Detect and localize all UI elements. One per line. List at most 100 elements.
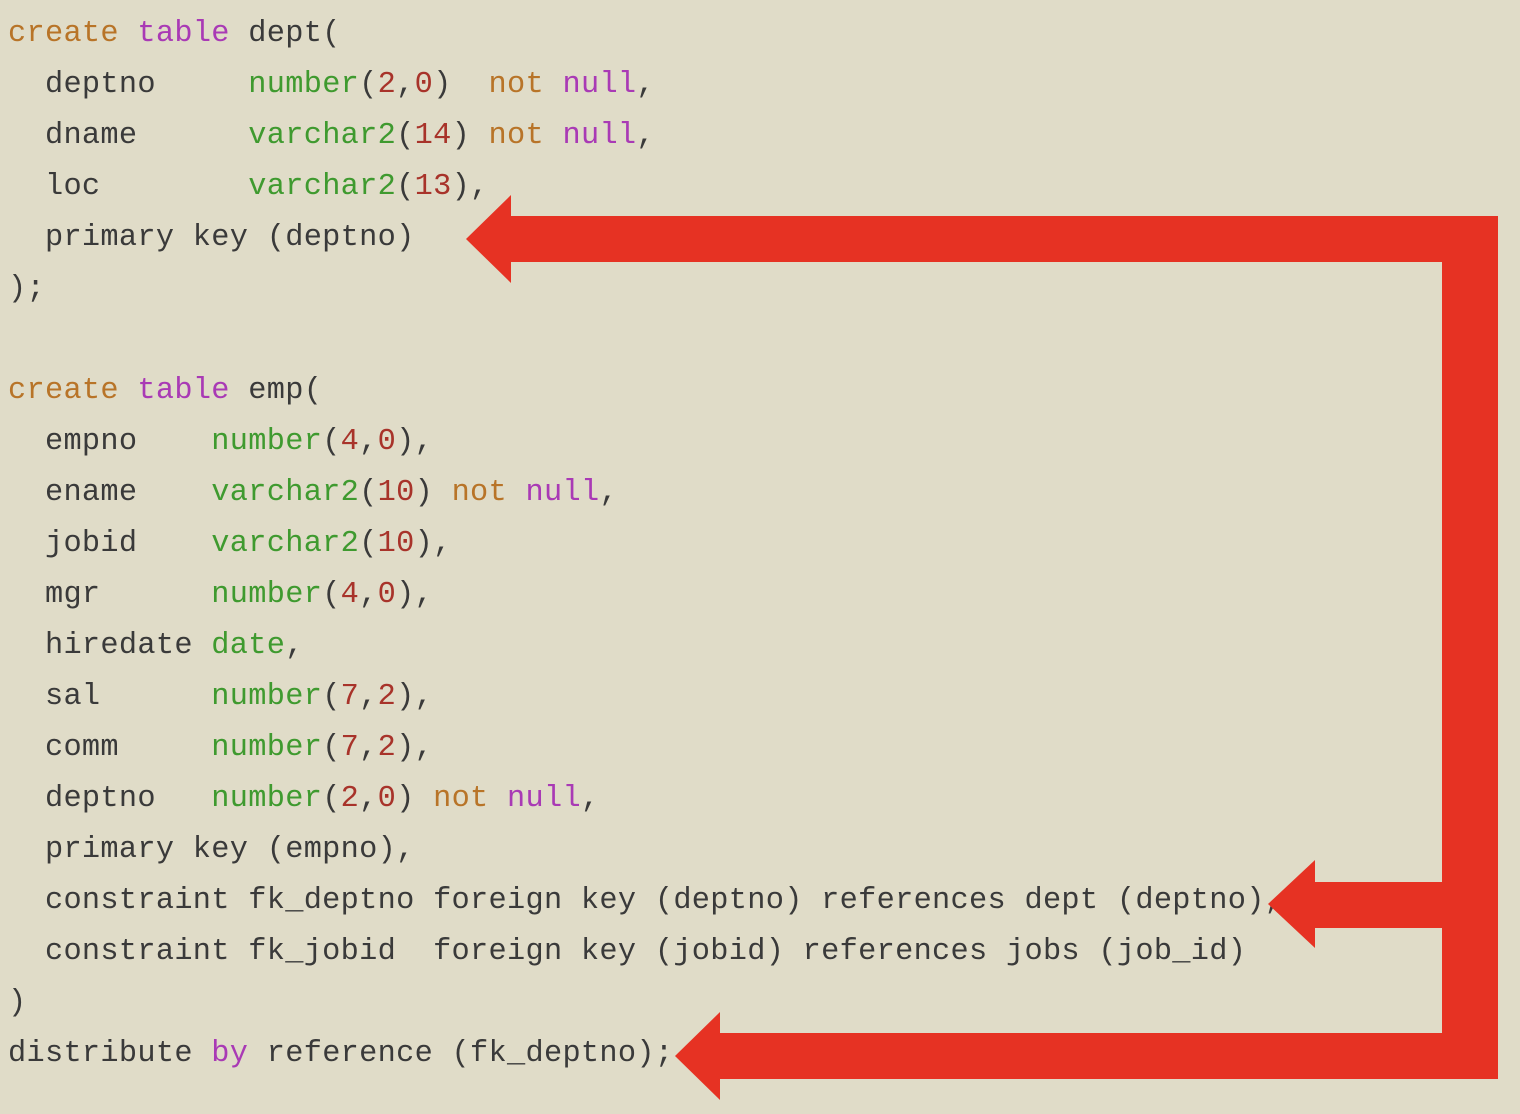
code-token: varchar2 <box>211 527 360 561</box>
code-token: 4 <box>340 425 360 459</box>
sql-code-block: create table dept( deptno number(2,0) no… <box>8 9 1283 1080</box>
code-line: create table dept( <box>8 9 1283 60</box>
code-token: empno <box>8 425 212 459</box>
code-token: reference (fk_deptno); <box>248 1037 674 1071</box>
code-token: comm <box>8 731 212 765</box>
code-line: primary key (deptno) <box>8 213 1283 264</box>
code-token: not <box>488 68 544 102</box>
code-token: 0 <box>377 782 397 816</box>
code-line: deptno number(2,0) not null, <box>8 60 1283 111</box>
code-token: dept( <box>229 17 341 51</box>
code-token: , <box>359 782 378 816</box>
code-token: 13 <box>414 170 452 204</box>
code-line: constraint fk_jobid foreign key (jobid) … <box>8 927 1283 978</box>
code-token: varchar2 <box>248 170 397 204</box>
code-token: ), <box>396 680 434 714</box>
code-line: loc varchar2(13), <box>8 162 1283 213</box>
code-token: ( <box>359 527 378 561</box>
code-token: ( <box>322 425 341 459</box>
code-token: null <box>525 476 600 510</box>
code-token: , <box>580 782 600 816</box>
arrow-to-dept-primary-key-head <box>466 195 511 283</box>
arrow-connector-bar <box>1442 216 1498 1078</box>
code-token: ) <box>8 986 27 1020</box>
code-token: not <box>451 476 508 510</box>
code-token: ) <box>451 119 489 153</box>
code-token: ( <box>396 170 415 204</box>
code-token: deptno <box>8 68 249 102</box>
code-token: ename <box>8 476 212 510</box>
code-token: 2 <box>340 782 360 816</box>
code-token: number <box>211 680 323 714</box>
code-token: ( <box>322 731 341 765</box>
arrow-to-fk-deptno-constraint-head <box>1268 860 1315 948</box>
code-token: ), <box>396 731 434 765</box>
code-token: 2 <box>377 68 397 102</box>
code-token: , <box>359 731 378 765</box>
code-token: jobid <box>8 527 212 561</box>
code-token: deptno <box>8 782 212 816</box>
code-token: varchar2 <box>211 476 360 510</box>
code-token: 4 <box>340 578 360 612</box>
code-line: comm number(7,2), <box>8 723 1283 774</box>
code-token: null <box>507 782 581 816</box>
code-token: 7 <box>340 680 360 714</box>
code-token: create <box>8 374 119 408</box>
code-token: date <box>211 629 286 663</box>
code-token: , <box>359 680 378 714</box>
code-line: constraint fk_deptno foreign key (deptno… <box>8 876 1283 927</box>
code-token: , <box>285 629 304 663</box>
code-line: sal number(7,2), <box>8 672 1283 723</box>
code-token: 0 <box>377 578 397 612</box>
code-token: ), <box>396 425 434 459</box>
code-line: distribute by reference (fk_deptno); <box>8 1029 1283 1080</box>
code-token: , <box>636 68 655 102</box>
code-token: , <box>396 68 415 102</box>
code-token: ( <box>359 476 378 510</box>
code-token: 0 <box>377 425 397 459</box>
code-token: primary key (empno), <box>8 833 415 867</box>
code-token: create <box>8 17 119 51</box>
code-token: number <box>211 425 323 459</box>
code-token: ), <box>414 527 452 561</box>
code-token: 14 <box>414 119 452 153</box>
code-token: ) <box>433 68 489 102</box>
code-token: ), <box>396 578 434 612</box>
code-line: ename varchar2(10) not null, <box>8 468 1283 519</box>
code-token: ( <box>396 119 415 153</box>
code-token: table <box>137 17 230 51</box>
code-token: 10 <box>377 476 415 510</box>
code-token: distribute <box>8 1037 212 1071</box>
code-line: ) <box>8 978 1283 1029</box>
code-token: ) <box>414 476 452 510</box>
code-token: 7 <box>340 731 360 765</box>
code-token: , <box>599 476 618 510</box>
code-token: , <box>359 425 378 459</box>
code-token: ( <box>322 782 341 816</box>
code-token: , <box>359 578 378 612</box>
code-token: 0 <box>414 68 434 102</box>
code-token: dname <box>8 119 249 153</box>
code-token: hiredate <box>8 629 212 663</box>
arrow-to-fk-deptno-constraint-shaft <box>1308 882 1498 928</box>
code-token: table <box>137 374 230 408</box>
code-token: varchar2 <box>248 119 397 153</box>
code-token: null <box>562 68 637 102</box>
code-token: mgr <box>8 578 212 612</box>
code-token: number <box>211 731 323 765</box>
code-line: empno number(4,0), <box>8 417 1283 468</box>
code-line: primary key (empno), <box>8 825 1283 876</box>
code-token: 10 <box>377 527 415 561</box>
code-token: sal <box>8 680 212 714</box>
code-token: number <box>211 782 323 816</box>
code-token: null <box>562 119 637 153</box>
code-token: ( <box>359 68 378 102</box>
code-line: jobid varchar2(10), <box>8 519 1283 570</box>
code-token: primary key (deptno) <box>8 221 415 255</box>
code-token: constraint fk_jobid foreign key (jobid) … <box>8 935 1247 969</box>
arrow-to-distribute-by-reference-shaft <box>714 1033 1498 1079</box>
code-token: , <box>636 119 655 153</box>
code-token: number <box>211 578 323 612</box>
code-token: ), <box>451 170 489 204</box>
